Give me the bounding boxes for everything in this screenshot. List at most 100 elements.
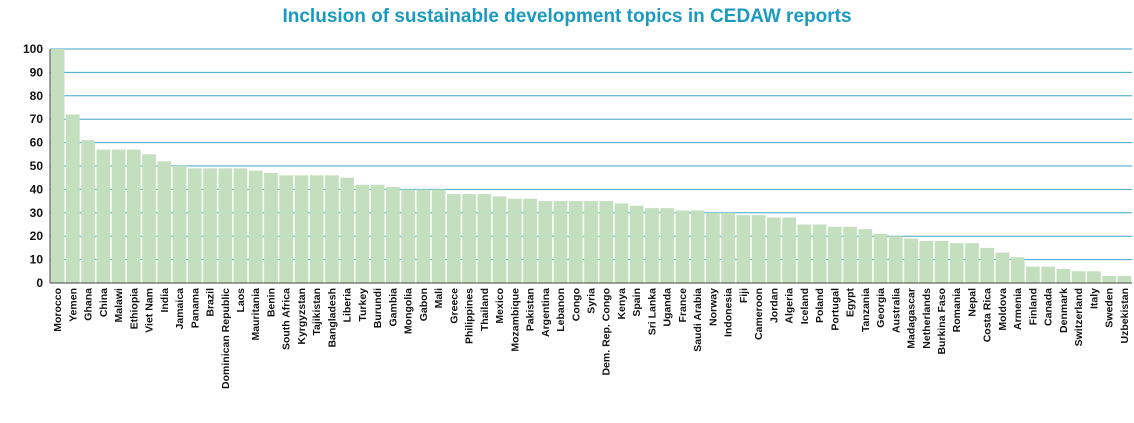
chart-title: Inclusion of sustainable development top…	[282, 6, 852, 27]
x-tick-label: Indonesia	[723, 288, 735, 337]
bar	[187, 168, 202, 283]
bar	[843, 226, 857, 283]
x-tick-label: Armenia	[1012, 288, 1024, 330]
x-tick-label: South Africa	[281, 288, 293, 350]
x-tick-label: Burkina Faso	[936, 288, 948, 355]
y-tick-label: 50	[30, 159, 44, 173]
bar	[294, 175, 309, 283]
bar	[1102, 275, 1116, 283]
bar	[355, 184, 370, 283]
x-tick-label: Syria	[586, 288, 598, 314]
x-tick-label: Mali	[433, 288, 445, 309]
x-tick-label: Jamaica	[174, 288, 186, 330]
bar	[965, 243, 979, 283]
y-tick-label: 20	[30, 229, 44, 243]
x-tick-label: Romania	[951, 288, 963, 333]
bar	[614, 203, 629, 283]
x-tick-label: Tajikistan	[311, 288, 323, 336]
x-tick-label: Netherlands	[921, 288, 933, 349]
x-tick-label: Algeria	[784, 288, 796, 324]
x-tick-label: Madagascar	[906, 288, 918, 349]
bar	[767, 217, 781, 283]
bar	[812, 224, 827, 283]
x-tick-label: Dominican Republic	[220, 288, 232, 389]
bar	[1041, 266, 1056, 283]
bar	[446, 194, 461, 283]
x-tick-label: Australia	[890, 288, 902, 333]
bar	[1087, 271, 1101, 283]
y-tick-label: 40	[30, 182, 44, 196]
bar	[904, 238, 918, 283]
y-tick-label: 80	[30, 89, 44, 103]
x-tick-label: Tanzania	[860, 288, 872, 332]
bar	[264, 173, 278, 283]
bar	[142, 154, 156, 283]
x-tick-label: Saudi Arabia	[692, 288, 704, 352]
bar	[827, 226, 842, 283]
bar	[1056, 268, 1071, 283]
x-tick-label: Kyrgyzstan	[296, 288, 308, 345]
bar	[629, 205, 644, 283]
x-tick-label: Dem. Rep. Congo	[601, 288, 613, 376]
bar	[325, 175, 339, 283]
bar	[888, 236, 903, 283]
bar	[416, 189, 431, 283]
y-tick-label: 70	[30, 112, 44, 126]
bar	[477, 194, 492, 283]
bar	[706, 212, 720, 283]
x-tick-label: China	[98, 288, 110, 317]
bar	[873, 233, 888, 283]
x-tick-label: Canada	[1043, 288, 1055, 326]
bar	[736, 215, 751, 283]
bar	[538, 201, 553, 283]
x-tick-label: Nepal	[966, 288, 978, 317]
bar	[81, 140, 95, 283]
bar	[462, 194, 476, 283]
bar	[980, 247, 995, 283]
y-tick-label: 90	[30, 65, 44, 79]
bar	[1010, 257, 1025, 283]
x-tick-label: Iceland	[799, 288, 811, 324]
bar	[309, 175, 324, 283]
bar	[1071, 271, 1086, 283]
x-tick-label: Philippines	[464, 288, 476, 344]
x-tick-label: Gabon	[418, 288, 430, 321]
bar	[721, 212, 736, 283]
x-tick-label: Moldova	[997, 288, 1009, 331]
bar	[523, 198, 537, 283]
bar	[568, 201, 583, 283]
bar	[401, 189, 415, 283]
bar	[995, 252, 1010, 283]
x-tick-label: Morocco	[52, 288, 64, 332]
x-tick-label: France	[677, 288, 689, 323]
x-tick-label: Gambia	[387, 288, 399, 327]
x-tick-label: Fiji	[738, 288, 750, 303]
x-tick-label: Ethiopia	[128, 288, 140, 330]
bar	[858, 229, 873, 283]
x-tick-label: Uzbekistan	[1119, 288, 1131, 343]
x-tick-label: Laos	[235, 288, 247, 313]
bar	[782, 217, 796, 283]
y-tick-label: 0	[36, 276, 43, 290]
x-tick-label: Brazil	[205, 288, 217, 317]
bar	[386, 187, 400, 283]
y-tick-label: 10	[30, 253, 44, 267]
bar	[919, 240, 934, 283]
bar	[340, 177, 355, 283]
bar	[111, 149, 126, 283]
y-tick-label: 100	[23, 42, 43, 56]
bar	[218, 168, 233, 283]
x-tick-label: Switzerland	[1073, 288, 1085, 346]
x-tick-label: India	[159, 288, 171, 313]
x-tick-label: Uganda	[662, 288, 674, 327]
x-tick-label: Kenya	[616, 288, 628, 320]
bar	[492, 196, 507, 283]
bar	[675, 210, 690, 283]
y-tick-label: 60	[30, 136, 44, 150]
x-tick-label: Mexico	[494, 288, 506, 324]
bar	[203, 168, 217, 283]
bar	[96, 149, 111, 283]
x-tick-label: Denmark	[1058, 288, 1070, 333]
bar	[370, 184, 385, 283]
